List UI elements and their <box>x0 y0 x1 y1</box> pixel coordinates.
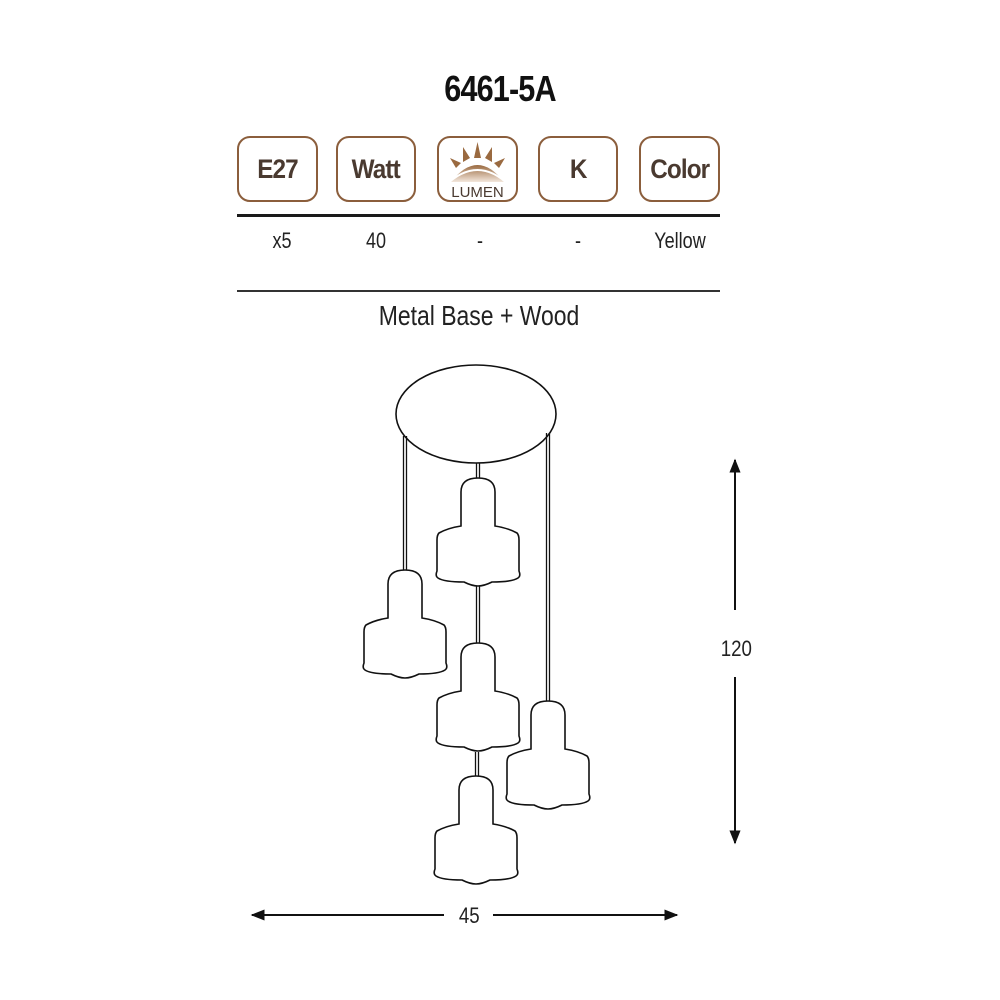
socket-count-value: x5 <box>272 228 292 253</box>
product-code-title: 6461-5A <box>444 68 556 109</box>
color-value: Yellow <box>654 228 706 253</box>
lamp-shade <box>435 642 521 752</box>
lumen-label: LUMEN <box>451 184 504 200</box>
spec-socket-badge: E27 <box>237 136 318 202</box>
spec-divider-thin <box>237 290 720 292</box>
height-dimension-label: 120 <box>720 636 752 661</box>
spec-lumen-badge: LUMEN <box>437 136 518 202</box>
socket-label: E27 <box>257 153 298 184</box>
color-label: Color <box>650 153 710 184</box>
watt-label: Watt <box>351 153 401 184</box>
spec-divider-thick <box>237 214 720 217</box>
material-text: Metal Base + Wood <box>378 300 580 331</box>
spec-color-badge: Color <box>639 136 720 202</box>
kelvin-value: - <box>574 228 581 253</box>
width-dimension-label: 45 <box>458 903 480 928</box>
lamp-shade <box>435 477 521 587</box>
sun-rays-icon: LUMEN <box>444 142 511 200</box>
lumen-value: - <box>476 228 483 253</box>
spec-watt-badge: Watt <box>336 136 416 202</box>
watt-value: 40 <box>365 228 387 253</box>
ceiling-canopy <box>395 364 557 464</box>
kelvin-label: K <box>569 153 588 184</box>
lamp-shade <box>433 775 519 885</box>
spec-kelvin-badge: K <box>538 136 618 202</box>
lamp-shade <box>362 569 448 679</box>
lamp-shade <box>505 700 591 810</box>
